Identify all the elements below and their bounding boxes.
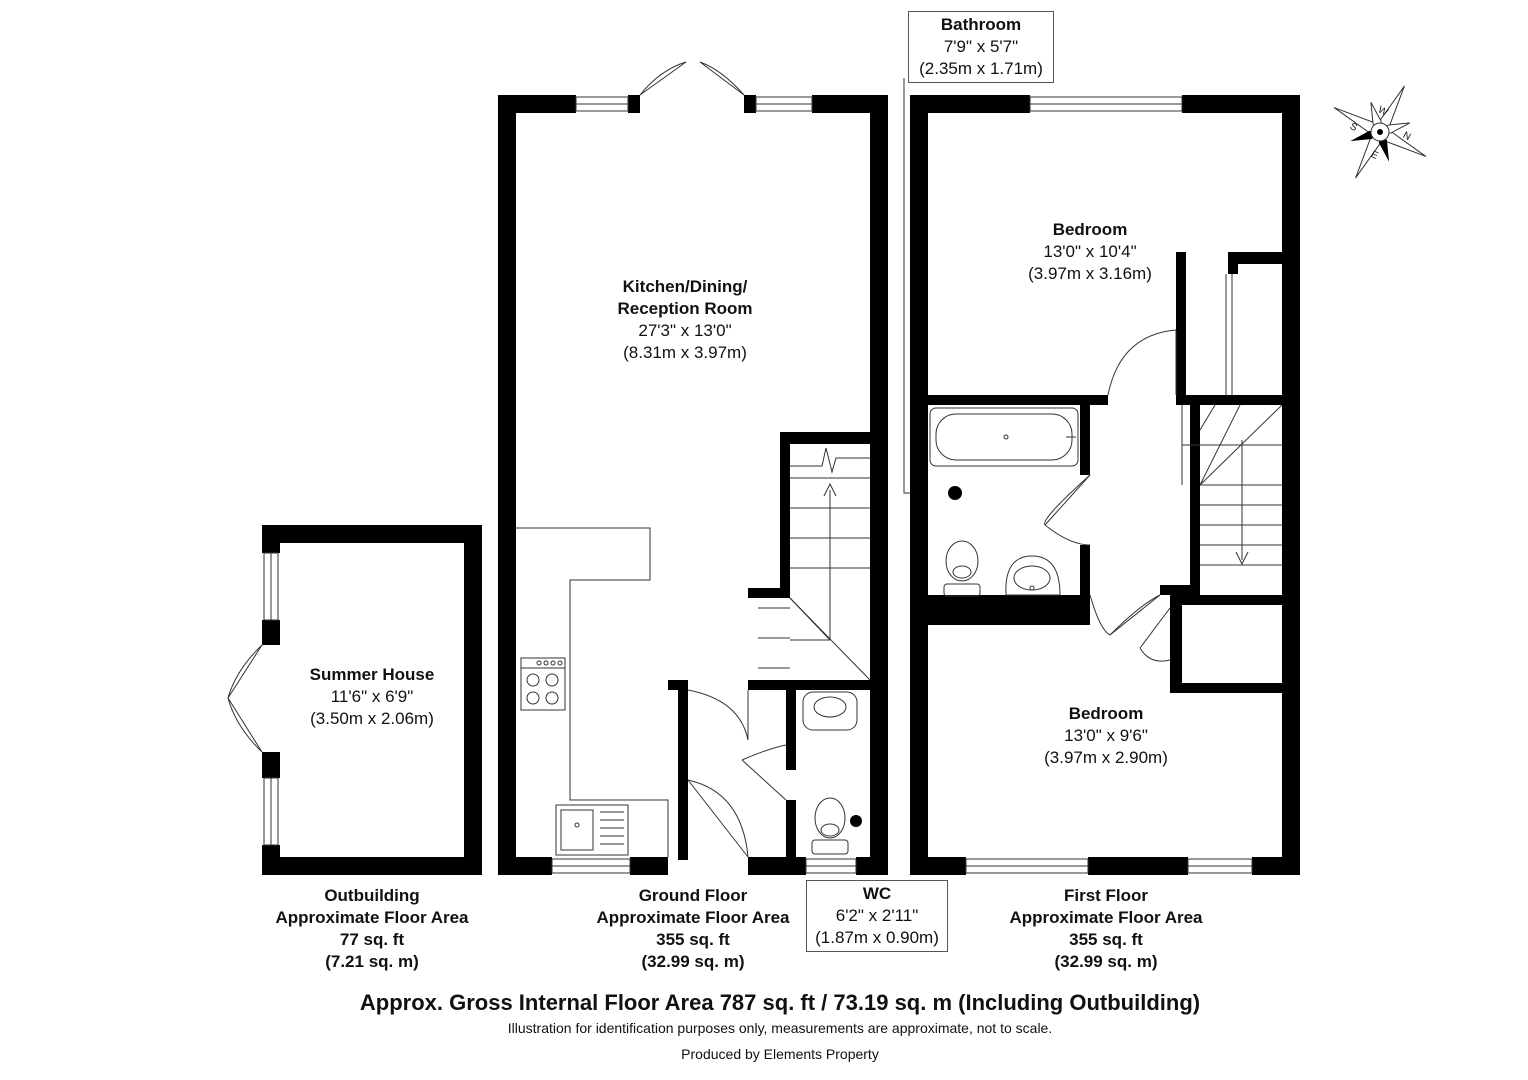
bathroom-label-leader [903,78,910,494]
summer-house-walls [262,525,482,875]
wc-label: WC 6'2" x 2'11" (1.87m x 0.90m) [806,880,948,952]
bathroom-dim-metric: (2.35m x 1.71m) [919,59,1043,78]
kitchen-name-line2: Reception Room [617,299,753,318]
first-floor-windows [965,96,1253,874]
first-floor-sqft: 355 sq. ft [1069,930,1143,949]
bathroom-basin [1005,555,1061,596]
first-floor-line2: Approximate Floor Area [1009,908,1203,927]
bathroom-label: Bathroom 7'9" x 5'7" (2.35m x 1.71m) [908,11,1054,83]
bedroom-2-dim-imperial: 13'0" x 9'6" [1064,726,1148,745]
disclaimer: Illustration for identification purposes… [507,1020,1053,1036]
bathroom-soil-pipe [948,486,962,500]
outbuilding-line1: Outbuilding [324,886,420,905]
kitchen-label: Kitchen/Dining/ Reception Room 27'3" x 1… [590,276,780,364]
ground-stairs [758,447,871,681]
compass-rose-icon [1333,85,1427,179]
wc-dim-imperial: 6'2" x 2'11" [835,906,919,925]
ground-floor-line1: Ground Floor [638,886,748,905]
kitchen-sink [555,804,629,856]
ground-floor-area-label: Ground Floor Approximate Floor Area 355 … [573,885,813,973]
summer-house-windows [263,552,279,846]
wc-fixtures [802,691,858,855]
kitchen-worktop [516,527,669,857]
wc-soil-pipe [850,815,862,827]
wc-dim-metric: (1.87m x 0.90m) [815,928,939,947]
bedroom-2-label: Bedroom 13'0" x 9'6" (3.97m x 2.90m) [1016,703,1196,769]
outbuilding-line2: Approximate Floor Area [275,908,469,927]
bathroom-dim-imperial: 7'9" x 5'7" [943,37,1019,56]
bath [929,407,1079,467]
wc-name: WC [862,884,892,903]
bedroom-1-dim-metric: (3.97m x 3.16m) [1028,264,1152,283]
bathroom-toilet [943,540,981,597]
kitchen-dim-imperial: 27'3" x 13'0" [638,321,732,340]
bedroom-2-dim-metric: (3.97m x 2.90m) [1044,748,1168,767]
summer-house-dim-imperial: 11'6" x 6'9" [330,687,414,706]
first-floor-stairs [1181,404,1283,566]
bedroom-1-dim-imperial: 13'0" x 10'4" [1043,242,1137,261]
kitchen-name-line1: Kitchen/Dining/ [622,277,748,296]
bedroom-1-name: Bedroom [1052,220,1128,239]
ground-floor-windows [551,96,857,874]
summer-house-dim-metric: (3.50m x 2.06m) [310,709,434,728]
outbuilding-sqft: 77 sq. ft [339,930,405,949]
kitchen-dim-metric: (8.31m x 3.97m) [623,343,747,362]
first-floor-line1: First Floor [1063,886,1149,905]
bedroom-2-name: Bedroom [1068,704,1144,723]
ground-floor-sqm: (32.99 sq. m) [641,952,745,971]
bathroom-name: Bathroom [940,15,1022,34]
first-floor-area-label: First Floor Approximate Floor Area 355 s… [986,885,1226,973]
outbuilding-sqm: (7.21 sq. m) [325,952,419,971]
gross-internal-area: Approx. Gross Internal Floor Area 787 sq… [359,990,1201,1015]
summer-house-doors [227,644,263,753]
kitchen-hob [520,657,566,711]
first-floor-walls [910,95,1300,875]
ground-floor-line2: Approximate Floor Area [596,908,790,927]
bedroom-1-label: Bedroom 13'0" x 10'4" (3.97m x 3.16m) [1000,219,1180,285]
outbuilding-area-label: Outbuilding Approximate Floor Area 77 sq… [252,885,492,973]
first-floor-sqm: (32.99 sq. m) [1054,952,1158,971]
ground-floor-doors [639,61,787,858]
summer-house-label: Summer House 11'6" x 6'9" (3.50m x 2.06m… [282,664,462,730]
ground-floor-walls [498,95,888,875]
ground-floor-sqft: 355 sq. ft [656,930,730,949]
producer-credit: Produced by Elements Property [681,1046,879,1062]
first-floor-doors [1044,274,1233,662]
summer-house-name: Summer House [309,665,435,684]
